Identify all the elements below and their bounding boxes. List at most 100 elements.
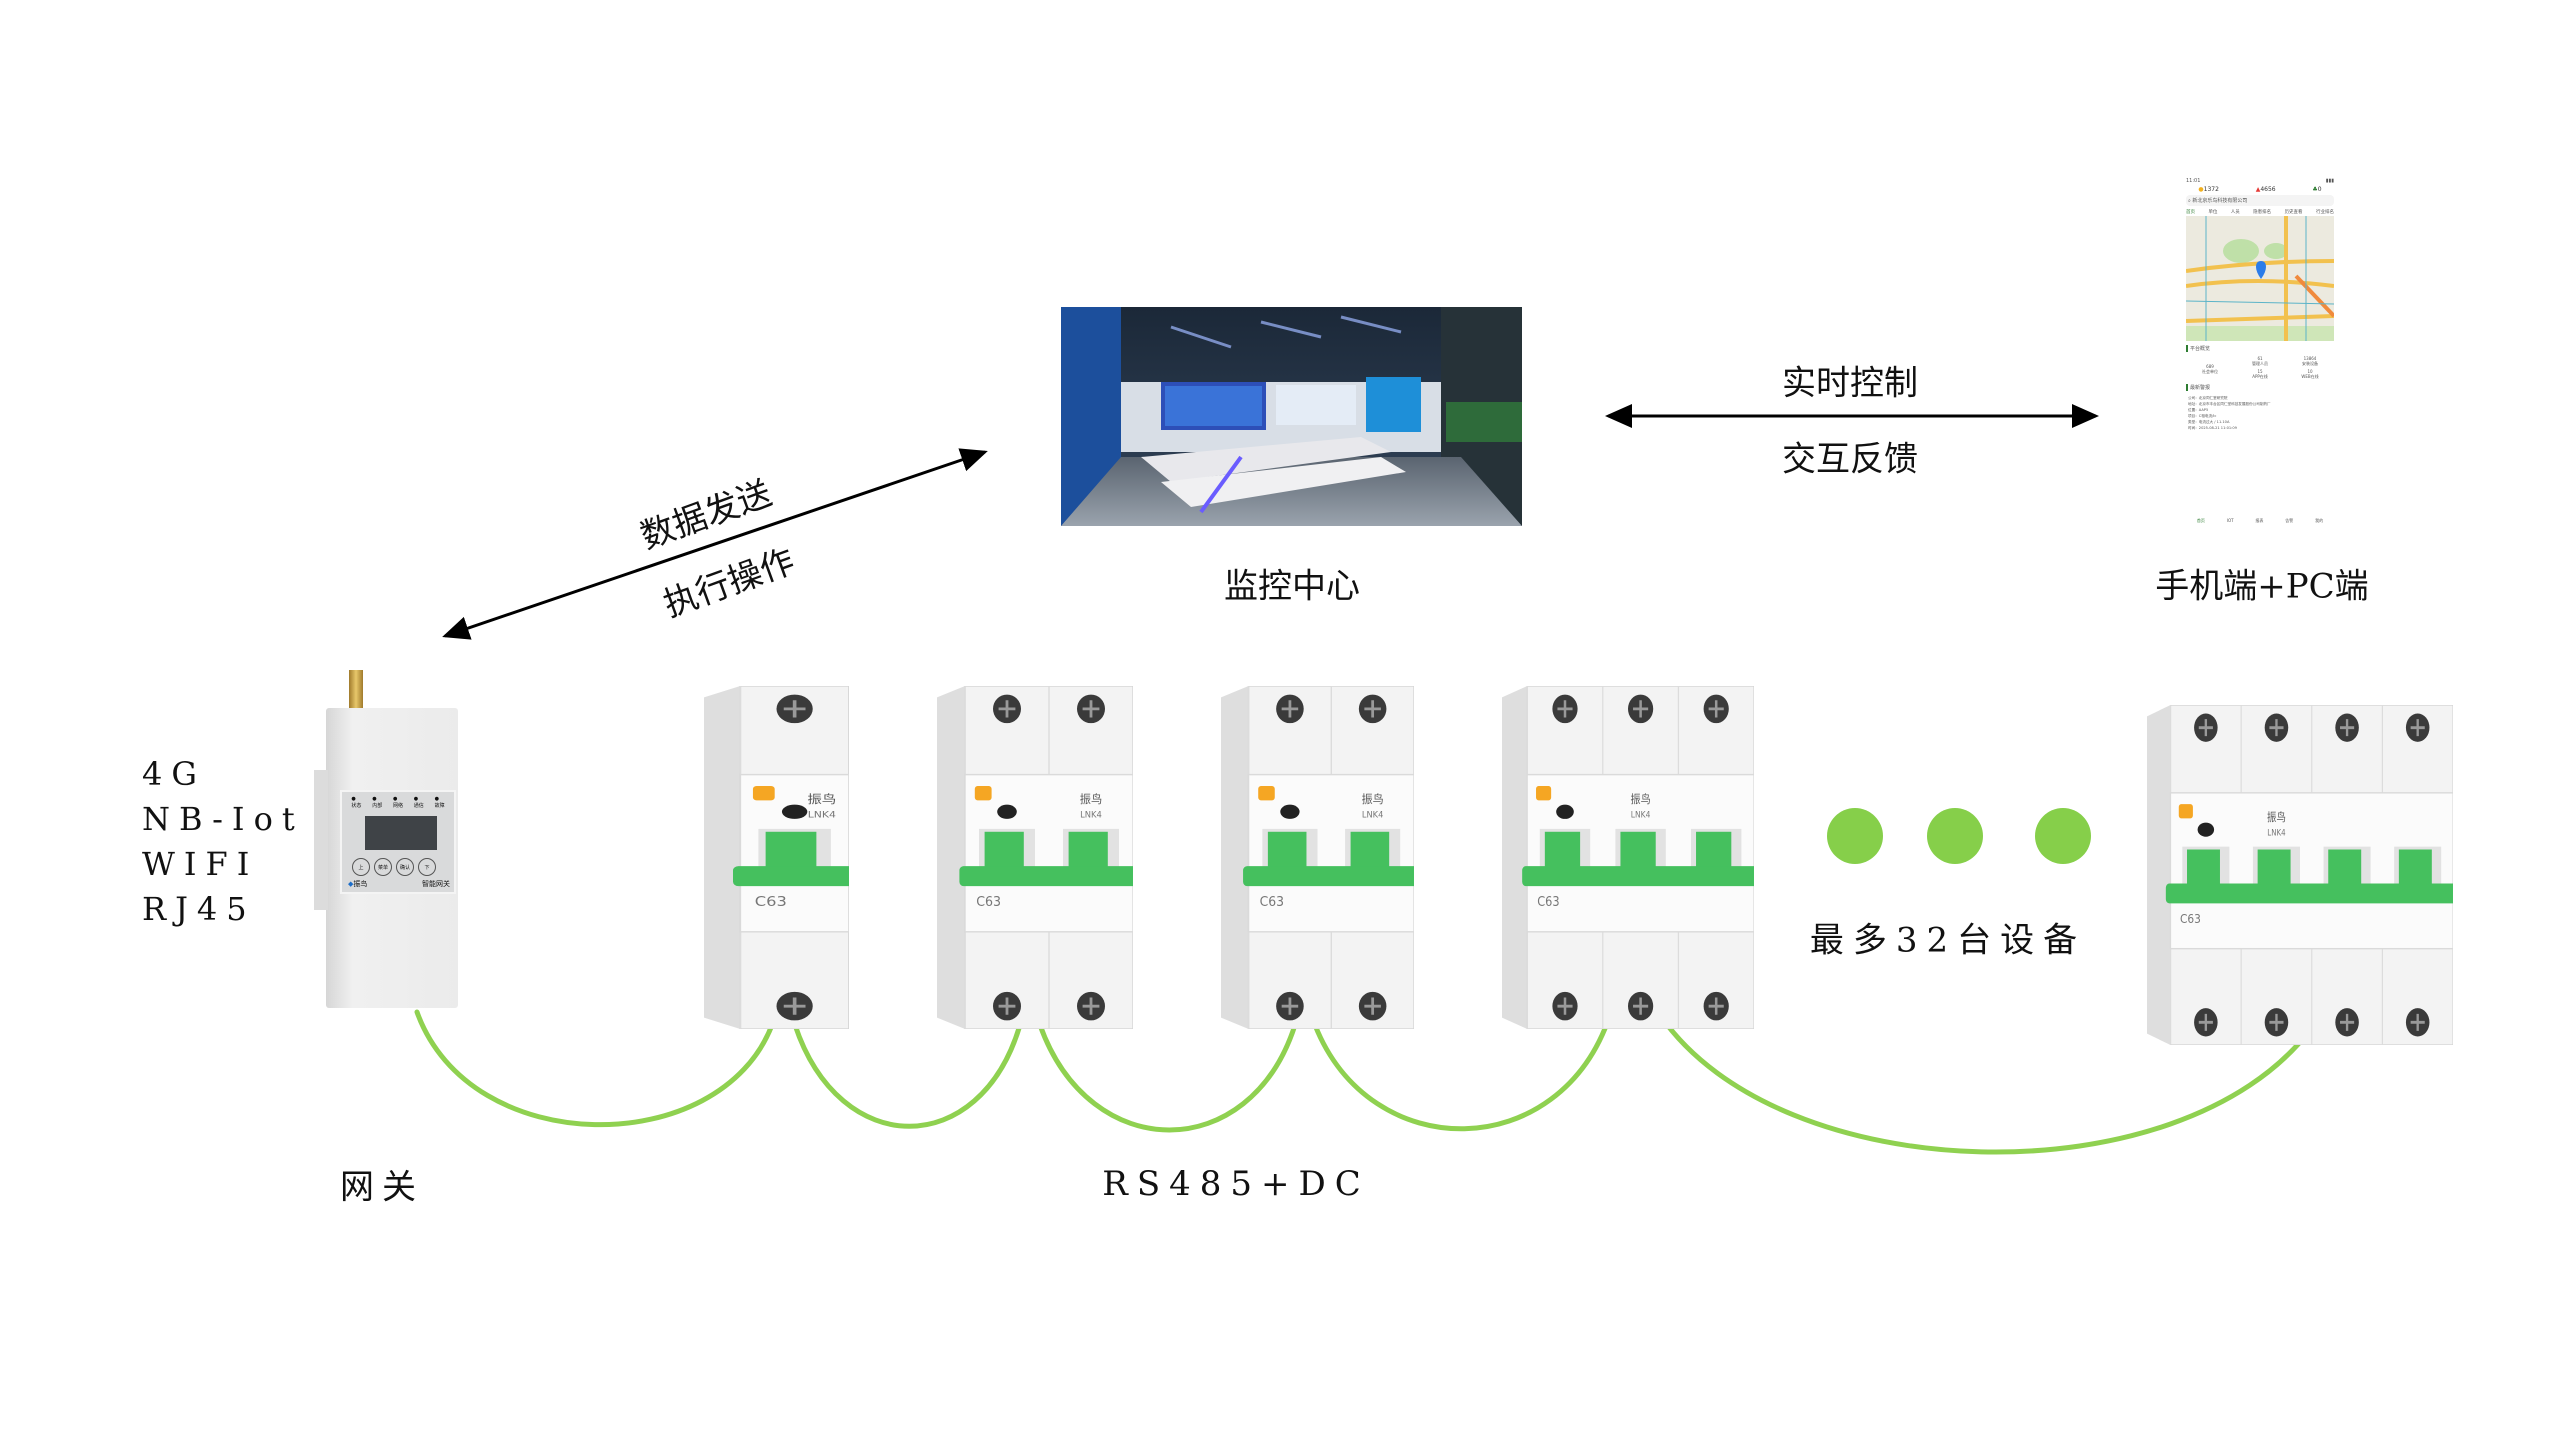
breaker-rating: C63	[1260, 894, 1284, 909]
label-rs485-dc: RS485+DC	[1102, 1164, 1370, 1204]
breaker-rating: C63	[976, 895, 1001, 910]
screw-slot	[1633, 700, 1649, 718]
alarm-line: 类型：电流过大 / 11.10A	[2188, 420, 2230, 424]
breaker-series: LNK4	[2267, 828, 2285, 838]
signal-icon: ▮▮▮	[2325, 178, 2334, 184]
screw-slot	[783, 700, 806, 718]
stat-online: ●1372	[2198, 186, 2219, 193]
phone-tab[interactable]: 行业排名	[2315, 210, 2334, 215]
nav-mine[interactable]: 我的	[2315, 518, 2324, 523]
breaker-side	[937, 686, 965, 1029]
breaker-side	[1221, 686, 1249, 1029]
phone-tab[interactable]: 人员	[2230, 210, 2240, 215]
breaker-rating: C63	[2180, 911, 2201, 926]
test-button	[1258, 786, 1275, 801]
breaker-series: LNK4	[1631, 809, 1651, 820]
toggle-handle-bar	[733, 866, 857, 887]
monitoring-center-photo	[1061, 307, 1522, 526]
phone-tab[interactable]: 首页	[2186, 210, 2195, 215]
smart-gateway-device: ●状态 ●内部 ●网络 ●通信 ●故障 上 菜单 确认 下 ◆振鸟 智能网关	[314, 670, 466, 1020]
led-comm: ●通信	[413, 796, 424, 809]
status-window	[2197, 822, 2215, 837]
screw-slot	[998, 700, 1016, 718]
screw-slot	[2198, 719, 2213, 737]
screw-slot	[783, 997, 806, 1015]
cable-breaker1-breaker2	[792, 1022, 1023, 1129]
phone-map[interactable]	[2186, 216, 2334, 341]
screw-slot	[1281, 700, 1299, 718]
gateway-button-up[interactable]: 上	[352, 858, 370, 876]
gateway-button-down[interactable]: 下	[418, 858, 436, 876]
breaker-series: LNK4	[1080, 809, 1102, 819]
nav-iot[interactable]: IOT	[2226, 518, 2234, 523]
cable-breaker4-breaker5	[1657, 1012, 2313, 1155]
breaker-brand-logo: 振鸟	[1631, 793, 1651, 807]
nav-home[interactable]: 首页	[2196, 518, 2205, 523]
brand-logo: ◆振鸟	[348, 880, 368, 888]
cable-gateway-breaker1	[414, 1009, 775, 1128]
screw-slot	[2410, 719, 2425, 737]
bidirectional-arrow-gateway-center	[442, 448, 988, 640]
breaker-rating: C63	[1537, 894, 1559, 909]
breaker-brand-logo: 振鸟	[1080, 792, 1102, 806]
breaker-series: LNK4	[808, 810, 836, 820]
toggle-handle-bar	[959, 866, 1139, 887]
alarm-line: 位置：AAP5	[2188, 408, 2209, 412]
stat-bell: ♣0	[2312, 186, 2322, 193]
test-button	[2178, 804, 2193, 819]
phone-search[interactable]: ⌕ 新北京乐鸟科技有限公司	[2186, 195, 2334, 206]
breaker-side	[1502, 686, 1528, 1029]
breaker-brand-logo: 振鸟	[1362, 792, 1384, 806]
breaker-side	[704, 686, 741, 1029]
label-gateway: 网关	[340, 1167, 424, 1208]
gateway-device-text: 智能网关	[422, 880, 450, 888]
label-monitoring-center: 监控中心	[1224, 566, 1360, 607]
gateway-button-menu[interactable]: 菜单	[374, 858, 392, 876]
screw-slot	[1281, 997, 1299, 1015]
alarm-line: 地址：北京市丰台区同仁堂科技发展股份公司制药厂	[2188, 402, 2271, 406]
led-internal: ●内部	[372, 796, 383, 809]
screw-slot	[998, 997, 1016, 1015]
status-window	[997, 804, 1017, 819]
screw-slot	[2269, 1013, 2284, 1031]
gateway-button-confirm[interactable]: 确认	[396, 858, 414, 876]
breaker-series: LNK4	[1362, 809, 1383, 819]
screw-slot	[1557, 700, 1573, 718]
screw-slot	[2340, 1013, 2355, 1031]
gateway-front-panel: ●状态 ●内部 ●网络 ●通信 ●故障 上 菜单 确认 下 ◆振鸟 智能网关	[340, 790, 456, 894]
label-interactive-feedback: 交互反馈	[1782, 439, 1918, 480]
overview-title: 平台概览	[2186, 345, 2334, 352]
gateway-lcd-screen	[365, 816, 437, 850]
ellipsis-dot	[2035, 808, 2091, 864]
nav-alarm[interactable]: 告警	[2285, 518, 2294, 523]
nav-report[interactable]: 报表	[2255, 518, 2264, 523]
test-button	[1536, 786, 1552, 801]
phone-tab[interactable]: 单位	[2208, 210, 2218, 215]
toggle-handle-bar	[1243, 866, 1420, 887]
phone-tab[interactable]: 历史查看	[2284, 210, 2303, 215]
phone-tab[interactable]: 隐患排名	[2253, 210, 2272, 215]
alarm-line: 公司：北京同仁堂研究院	[2188, 396, 2228, 400]
alarm-line: 时间：2025-08-21 11:01:09	[2188, 426, 2237, 430]
cable-breaker2-breaker3	[1037, 1022, 1298, 1133]
cable-breaker3-breaker4	[1312, 1012, 1613, 1132]
screw-slot	[2340, 719, 2355, 737]
led-network: ●网络	[392, 796, 403, 809]
connectivity-rj45: RJ45	[142, 890, 256, 928]
status-window	[781, 804, 808, 819]
status-window	[1280, 804, 1300, 819]
screw-slot	[1708, 700, 1724, 718]
